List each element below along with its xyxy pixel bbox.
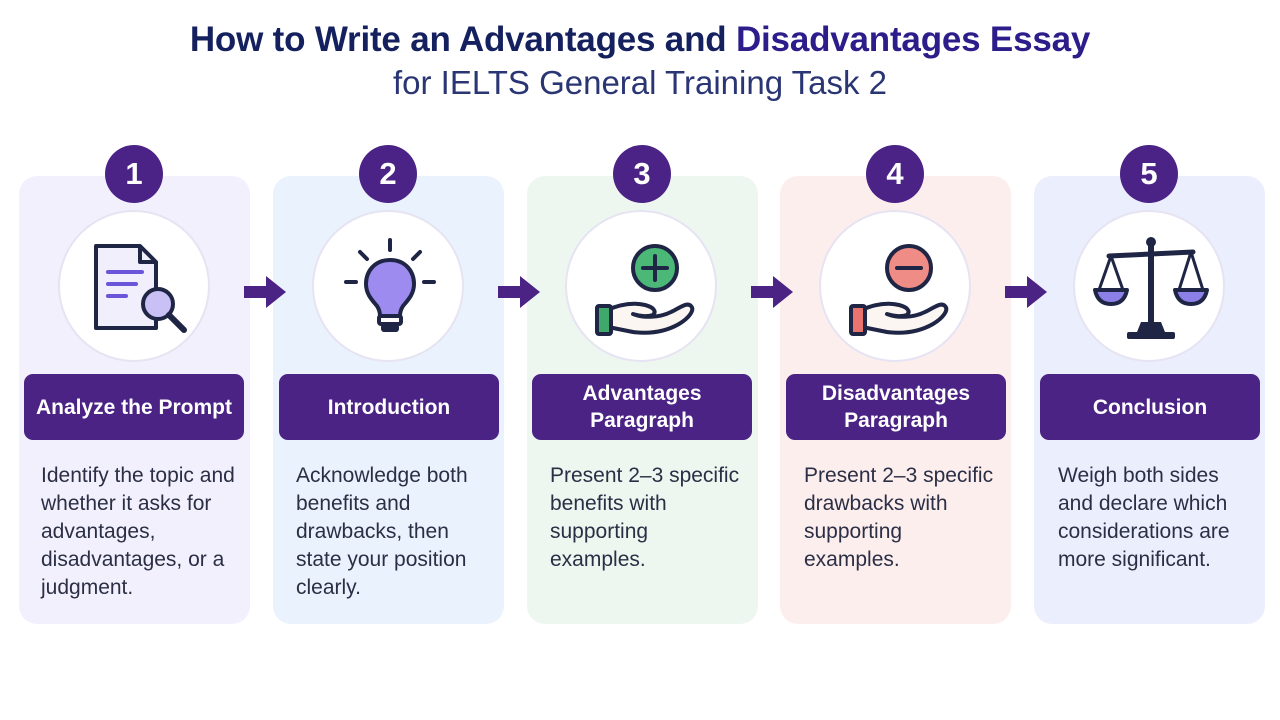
step-icon-circle-5 (1073, 210, 1225, 362)
step-label-3: Advantages Paragraph (532, 374, 752, 440)
step-icon-circle-1 (58, 210, 210, 362)
step-label-1: Analyze the Prompt (24, 374, 244, 440)
arrow-right-icon (498, 276, 540, 308)
step-description-1: Identify the topic and whether it asks f… (41, 464, 235, 599)
step-label-5: Conclusion (1040, 374, 1260, 440)
step-label-4: Disadvantages Paragraph (786, 374, 1006, 440)
step-icon-circle-2 (312, 210, 464, 362)
hand-plus-icon (595, 244, 695, 336)
arrow-right-icon (1005, 276, 1047, 308)
step-description-5: Weigh both sides and declare which consi… (1058, 464, 1230, 571)
step-label-2: Introduction (279, 374, 499, 440)
document-search-icon (94, 244, 187, 333)
step-number-badge-3: 3 (613, 145, 671, 203)
page-title: How to Write an Advantages and Disadvant… (0, 20, 1280, 60)
lightbulb-icon (344, 238, 436, 332)
step-number-badge-1: 1 (105, 145, 163, 203)
step-icon-circle-4 (819, 210, 971, 362)
step-number-badge-4: 4 (866, 145, 924, 203)
step-icon-circle-3 (565, 210, 717, 362)
arrow-right-icon (244, 276, 286, 308)
title-part-2: Disadvantages Essay (735, 20, 1091, 59)
step-number-badge-2: 2 (359, 145, 417, 203)
step-description-2: Acknowledge both benefits and drawbacks,… (296, 464, 468, 599)
step-description-4: Present 2–3 specific drawbacks with supp… (804, 464, 994, 571)
hand-minus-icon (849, 244, 949, 336)
page-subtitle: for IELTS General Training Task 2 (392, 64, 888, 101)
step-number-badge-5: 5 (1120, 145, 1178, 203)
title-part-1: How to Write an Advantages and (189, 20, 736, 59)
arrow-right-icon (751, 276, 793, 308)
step-description-3: Present 2–3 specific benefits with suppo… (550, 464, 740, 571)
balance-scale-icon (1093, 237, 1209, 339)
